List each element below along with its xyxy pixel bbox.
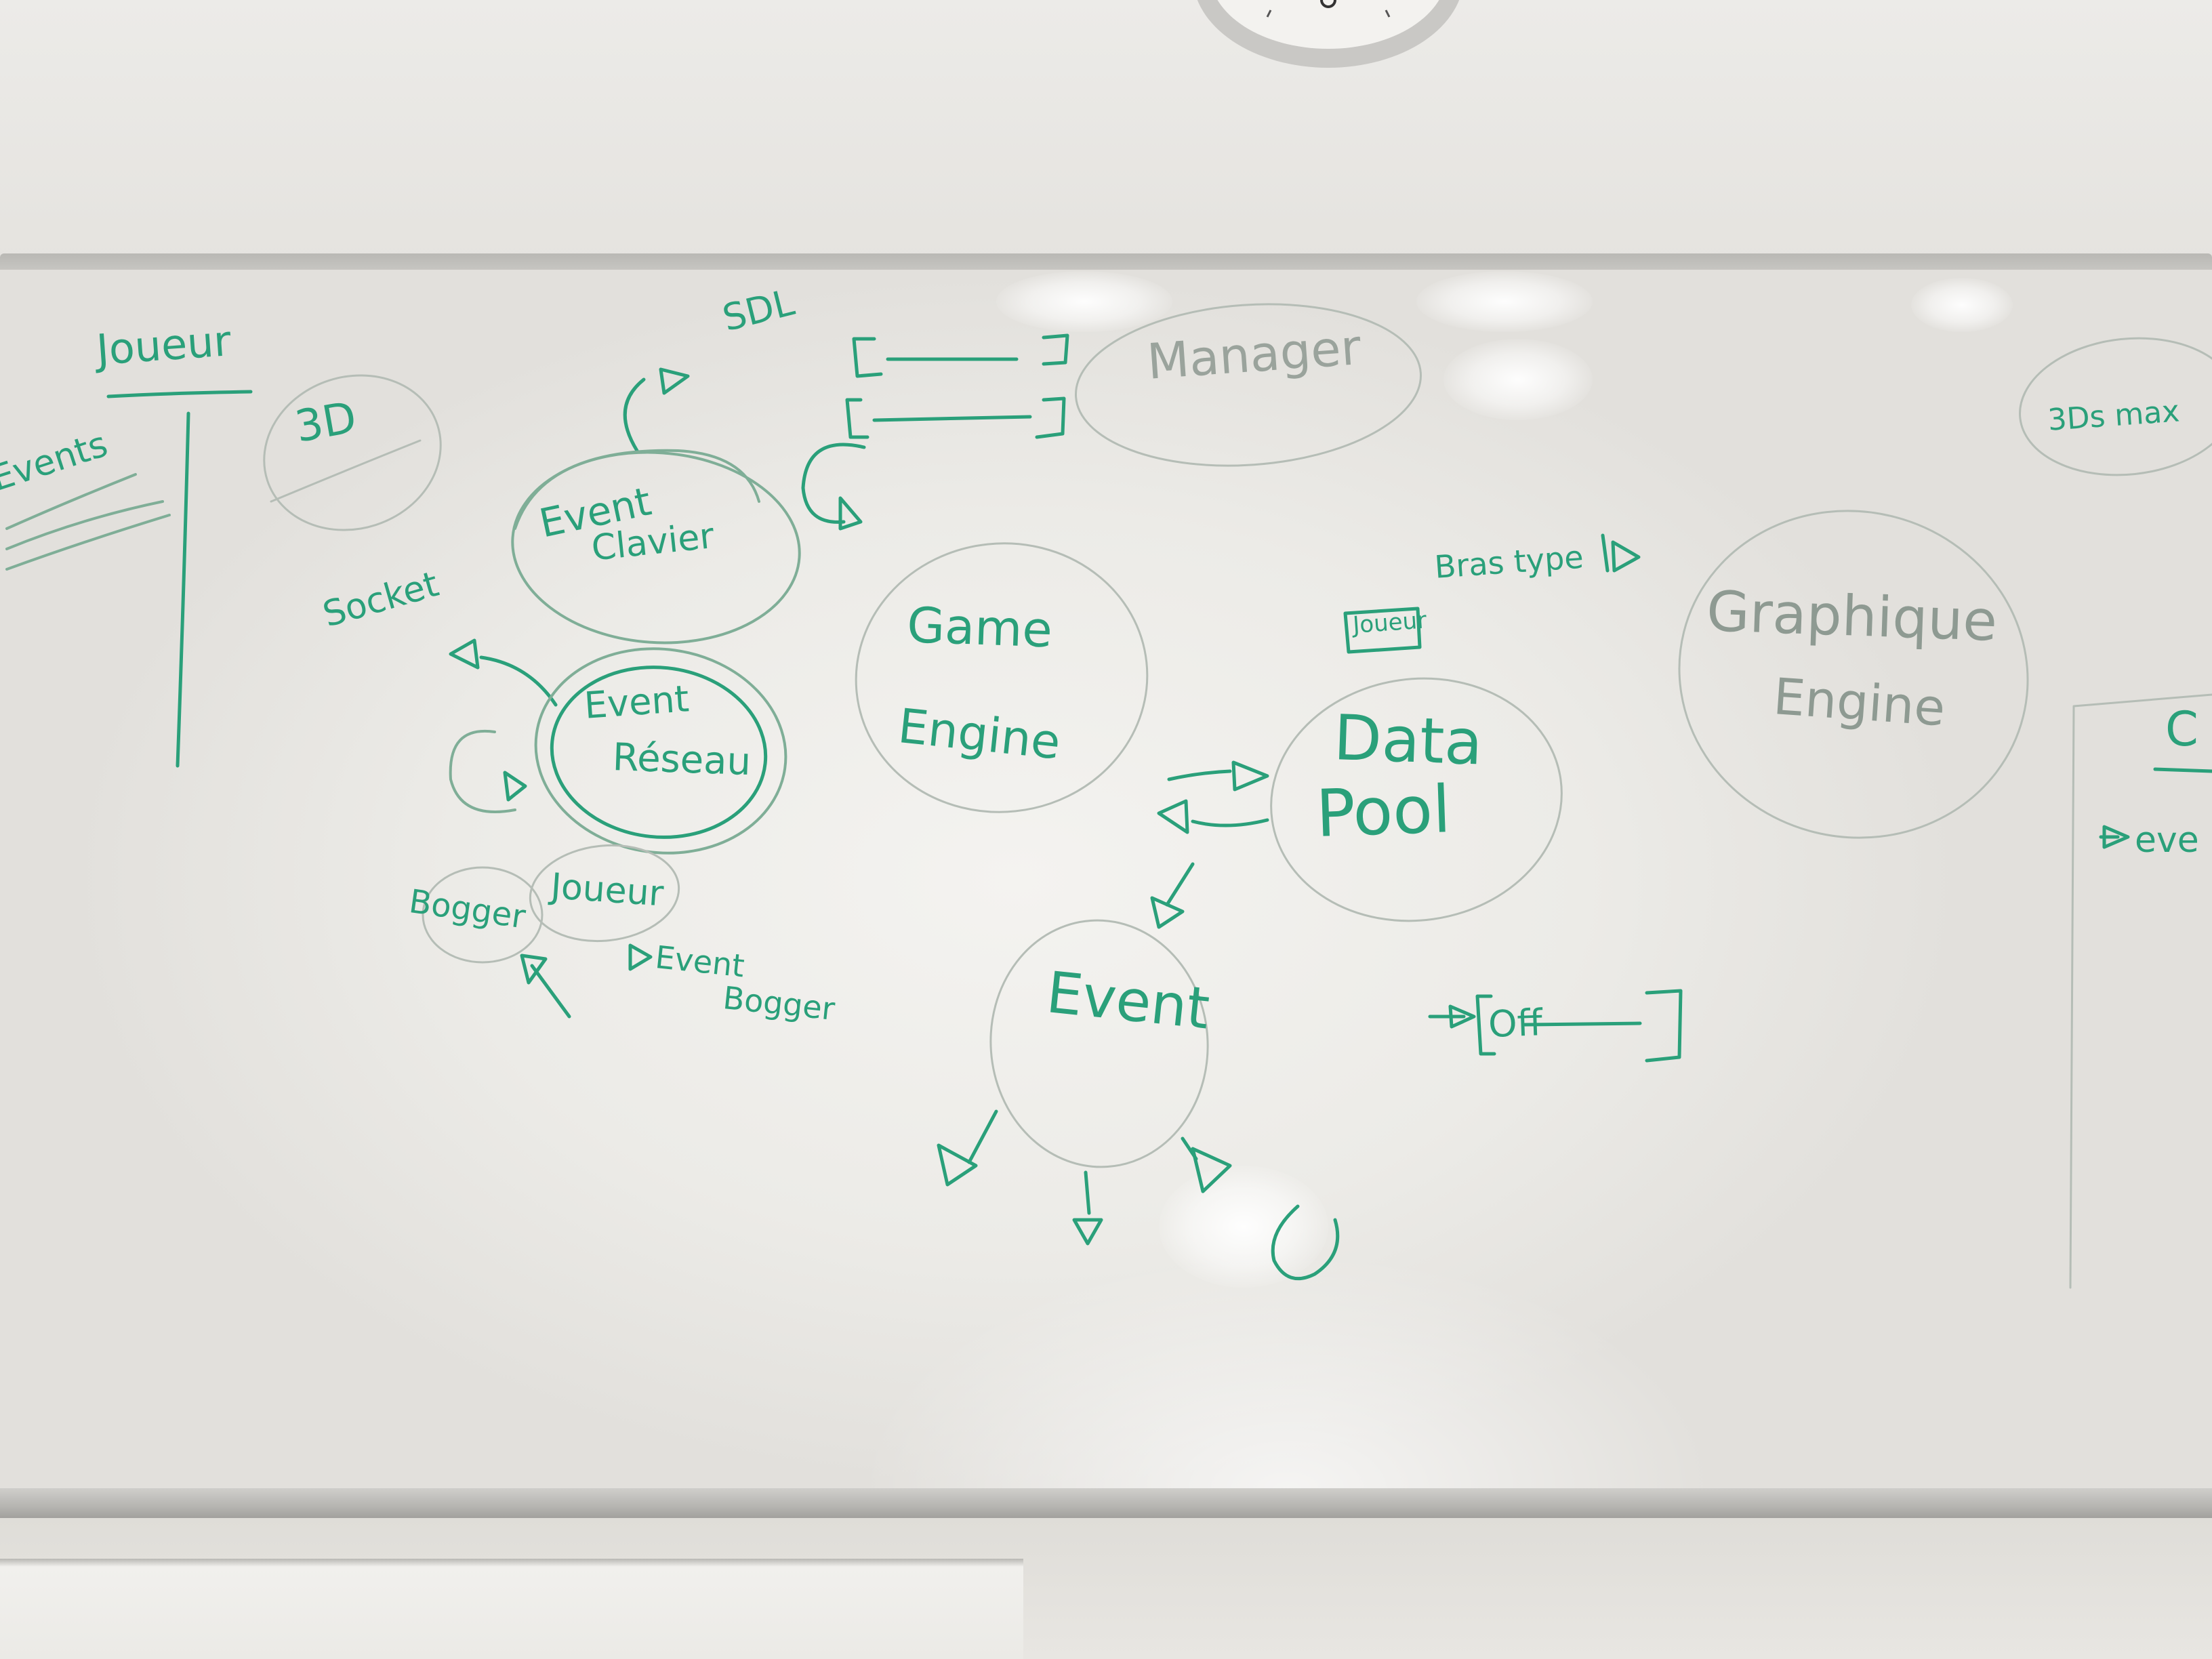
3dsmax-ellipse: [2019, 337, 2212, 476]
graphique-engine-ellipse: [1678, 510, 2029, 839]
label-right-edge-heading: C: [2165, 701, 2198, 757]
socket-arrowhead: [449, 638, 480, 670]
bogger-ellipse: [422, 866, 544, 964]
bracket-bottom-right: [1035, 396, 1066, 439]
3d-divider: [270, 439, 422, 503]
right-edge-arrowhead: [2102, 825, 2130, 849]
light-reflection: [996, 271, 1172, 332]
bogger-arrowhead: [520, 954, 548, 985]
bras-type-arrowhead: [1611, 540, 1641, 573]
event-out-left-head: [937, 1143, 978, 1187]
label-joueur-box: Joueur: [1352, 607, 1428, 639]
bracket-bottom: [845, 398, 869, 439]
event-clavier-outer: [514, 449, 760, 530]
bracket-bottom-line: [872, 415, 1032, 422]
small-loop-arrowhead: [503, 771, 527, 802]
label-joueur-top: Joueur: [95, 316, 233, 375]
event-ellipse: [989, 919, 1209, 1168]
underline-joueur: [106, 390, 253, 398]
bracket-top: [852, 337, 883, 378]
event-out-down-head: [1072, 1218, 1103, 1246]
joueur-bottom-ellipse: [529, 844, 680, 943]
game-engine-ellipse: [855, 542, 1149, 813]
off-bracket-right: [1645, 989, 1683, 1063]
sdl-arrowhead: [659, 367, 690, 395]
label-data-pool-2: Pool: [1315, 771, 1452, 852]
bras-type-arrow: [1601, 533, 1610, 573]
data-pool-ellipse: [1270, 677, 1563, 922]
event-bogger-arrowhead: [628, 943, 653, 971]
events-strike-3: [5, 514, 171, 571]
marker-tray: [0, 1488, 2212, 1519]
light-reflection: [1443, 339, 1593, 420]
off-line: [1523, 1021, 1642, 1027]
event-out-left: [967, 1109, 998, 1164]
loop-arrow: [801, 443, 866, 524]
wall-clock: [1197, 0, 1460, 68]
right-edge-box: [2069, 693, 2212, 1289]
arrow-to-event: [1165, 862, 1195, 907]
label-data-pool-1: Data: [1332, 701, 1484, 779]
label-game-engine-1: Game: [906, 596, 1054, 659]
empty-circle: [1271, 1204, 1340, 1281]
light-reflection: [1911, 278, 2013, 332]
label-3d: 3D: [291, 392, 361, 453]
off-arrowhead: [1448, 1004, 1476, 1029]
second-whiteboard: [0, 1559, 1023, 1659]
wall: [0, 0, 2212, 264]
joueur-box: [1343, 607, 1422, 654]
light-reflection: [1159, 1166, 1328, 1288]
manager-ellipse: [1074, 303, 1422, 467]
event-clavier-ellipse: [511, 451, 801, 644]
label-off: Off: [1488, 1001, 1543, 1046]
label-event-reseau-2: Réseau: [611, 735, 752, 785]
label-right-edge-item: eve: [2135, 820, 2199, 861]
right-edge-underline: [2153, 767, 2212, 773]
arrow-to-datapool: [1167, 769, 1232, 781]
loop-arrowhead: [838, 496, 863, 531]
arrow-to-datapool-head: [1231, 760, 1269, 792]
label-joueur-bottom: Joueur: [549, 866, 665, 915]
bogger-arrow: [530, 964, 571, 1019]
whiteboard-surface: [0, 270, 2212, 1509]
events-strike-1: [5, 473, 137, 530]
socket-arrow: [479, 655, 558, 707]
label-graphique-engine-1: Graphique: [1705, 579, 1999, 654]
small-loop: [449, 729, 516, 813]
light-reflection: [1416, 271, 1593, 332]
label-graphique-engine-2: Engine: [1771, 668, 1948, 738]
arrow-to-engine-head: [1157, 799, 1189, 834]
label-event-reseau-1: Event: [583, 677, 691, 727]
events-strike-2: [5, 500, 164, 550]
event-reseau-ellipse: [550, 665, 768, 839]
arrow-to-engine: [1191, 818, 1269, 827]
3d-ellipse: [263, 374, 442, 531]
arrow-to-event-head: [1150, 896, 1185, 929]
event-out-down: [1084, 1170, 1091, 1215]
event-out-right-head: [1191, 1147, 1232, 1193]
sdl-arrow: [623, 377, 646, 453]
vertical-divider: [176, 411, 190, 768]
bracket-top-right: [1042, 333, 1069, 366]
off-bracket-left: [1475, 994, 1496, 1056]
